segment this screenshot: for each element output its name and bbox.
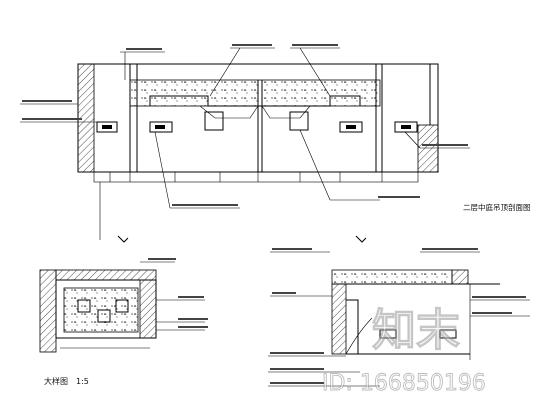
detail-right-fixture-b xyxy=(439,329,457,339)
upper-plan-label: 二层中庭吊顶剖面图 xyxy=(463,202,531,212)
section-mark-left xyxy=(117,235,129,243)
detail-left-annotation-marks xyxy=(148,258,208,328)
detail-right-frame xyxy=(346,299,359,354)
upper-annotation-marks xyxy=(22,44,468,206)
detail-right-fixture-a xyxy=(379,329,397,339)
detail-right-slab-end xyxy=(451,269,469,285)
dimension-strip xyxy=(93,171,419,183)
detail-title: 大样图 xyxy=(44,376,68,386)
detail-left: 大样图 1:5 xyxy=(39,258,208,386)
light-fixtures xyxy=(96,111,418,133)
right-wall-hatch xyxy=(417,124,439,173)
partition-lines xyxy=(129,64,431,172)
detail-right xyxy=(268,248,530,387)
detail-left-top xyxy=(55,269,157,281)
slab-band xyxy=(129,79,381,107)
fixture-c xyxy=(115,299,129,313)
detail-left-side xyxy=(139,279,157,339)
detail-left-leaders xyxy=(140,261,205,331)
watermark-id: ID: 166850196 xyxy=(322,371,486,396)
fixture-b xyxy=(97,309,111,323)
upper-leader-lines xyxy=(20,47,470,209)
watermark-logo: 知末 xyxy=(372,305,460,356)
upper-ceiling-section: 二层中庭吊顶剖面图 xyxy=(20,44,531,243)
ceiling-step-profile xyxy=(149,95,361,107)
dimension-ticks xyxy=(109,172,383,182)
detail-left-wall xyxy=(39,269,57,353)
section-mark-right xyxy=(355,235,367,243)
watermark: 知末 ID: 166850196 xyxy=(322,305,487,397)
detail-right-annotation-marks xyxy=(270,248,526,384)
detail-scale: 1:5 xyxy=(76,377,89,386)
detail-right-slab xyxy=(331,269,453,285)
detail-right-wall xyxy=(331,283,347,355)
fixture-a xyxy=(77,299,91,313)
detail-right-leaders xyxy=(268,251,530,387)
detail-right-curve xyxy=(345,317,373,355)
